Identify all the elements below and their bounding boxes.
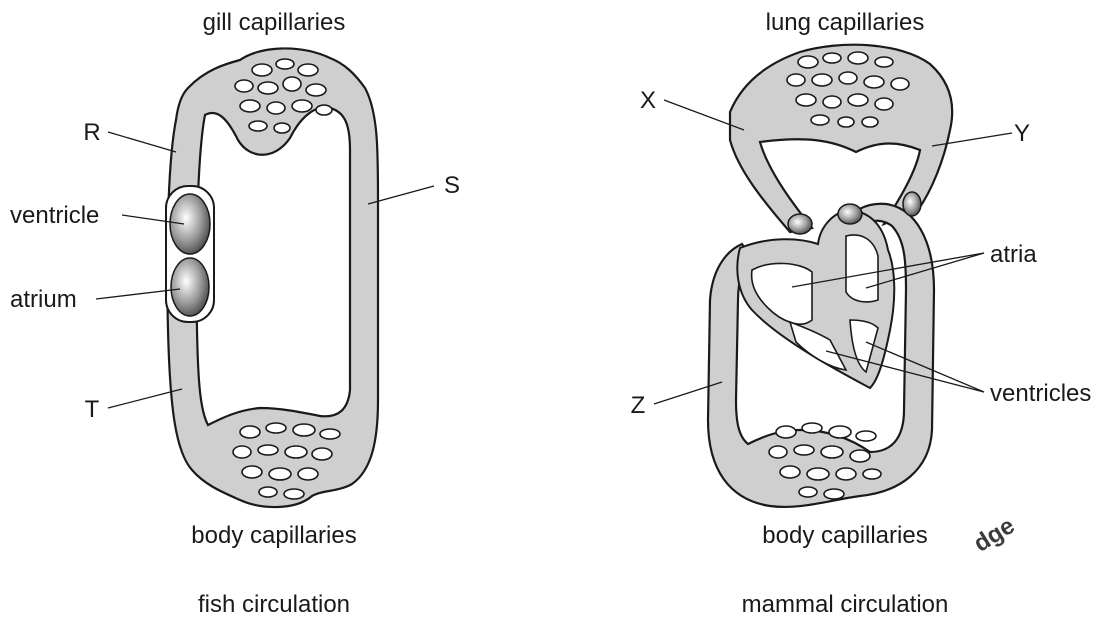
svg-text:dge: dge	[969, 512, 1019, 558]
fish-circulation: gill capillaries R S ventricle atrium T …	[10, 9, 460, 618]
watermark: dge	[969, 512, 1019, 558]
label-ventricle: ventricle	[10, 202, 99, 229]
mammal-body-capillaries-label: body capillaries	[762, 522, 927, 549]
fish-circulation-caption: fish circulation	[198, 591, 350, 618]
label-Z: Z	[631, 392, 646, 419]
label-ventricles: ventricles	[990, 380, 1091, 407]
lung-capillaries-label: lung capillaries	[766, 9, 925, 36]
label-Y: Y	[1014, 120, 1030, 147]
right-atrium-cavity	[846, 235, 878, 302]
label-X: X	[640, 87, 656, 114]
label-atria: atria	[990, 241, 1037, 268]
fish-atrium-chamber	[171, 258, 209, 316]
mammal-circulation: lung capillaries X Y atria ventricles Z …	[631, 9, 1092, 618]
label-S: S	[444, 172, 460, 199]
label-atrium: atrium	[10, 286, 77, 313]
leader-R	[108, 132, 176, 152]
mammal-circulation-caption: mammal circulation	[742, 591, 949, 618]
fish-body-capillaries-label: body capillaries	[191, 522, 356, 549]
label-R: R	[83, 119, 100, 146]
fish-heart	[166, 186, 214, 322]
fish-ventricle-chamber	[170, 194, 210, 254]
label-T: T	[85, 396, 100, 423]
gill-capillaries-label: gill capillaries	[203, 9, 346, 36]
